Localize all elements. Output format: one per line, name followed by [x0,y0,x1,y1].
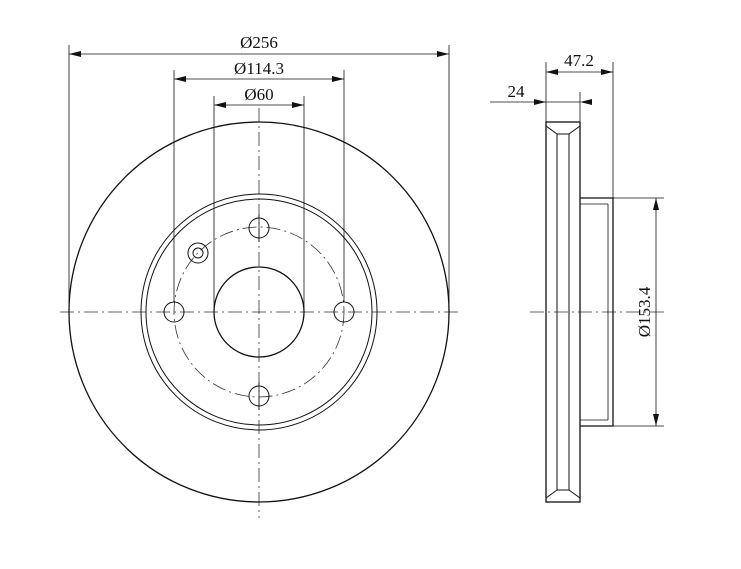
vent-top-chamfer-left [545,125,558,135]
dim-center-bore-label: Ø60 [244,85,273,104]
dim-disc-thickness-label: 24 [508,82,526,101]
dim-bolt-circle-label: Ø114.3 [234,59,284,78]
dim-bolt-arrow-right [332,76,344,82]
hat-outer-circle [140,193,378,431]
locating-hole-outer [187,242,209,264]
dim-thickness-arrow-right [580,99,592,105]
vent-bottom-chamfer-left [545,489,558,499]
disc-section-outline [545,121,581,503]
vent-bottom-chamfer-right [568,489,581,499]
side-view [530,121,668,503]
dim-bore-arrow-left [214,102,226,108]
dim-hat-diameter-label: Ø153.4 [635,286,654,337]
front-view [60,108,462,518]
front-dimensions: Ø256 Ø114.3 Ø60 [68,33,450,312]
dim-hat-arrow-top [653,198,659,210]
dim-outer-arrow-right [437,51,449,57]
dim-bolt-arrow-left [174,76,186,82]
hat-inner-circle [145,198,373,426]
dim-outer-arrow-left [69,51,81,57]
dim-height-arrow-right [601,69,613,75]
side-dimensions: 47.2 24 Ø153.4 [490,51,664,427]
dim-bore-arrow-right [292,102,304,108]
hat-section-outline [580,197,614,427]
dim-outer-diameter-label: Ø256 [240,33,278,52]
locating-hole-inner [192,247,204,259]
dim-total-height-label: 47.2 [564,51,594,70]
dim-height-arrow-left [546,69,558,75]
dim-hat-arrow-bottom [653,414,659,426]
dim-thickness-arrow-left [534,99,546,105]
vent-top-chamfer-right [568,125,581,135]
